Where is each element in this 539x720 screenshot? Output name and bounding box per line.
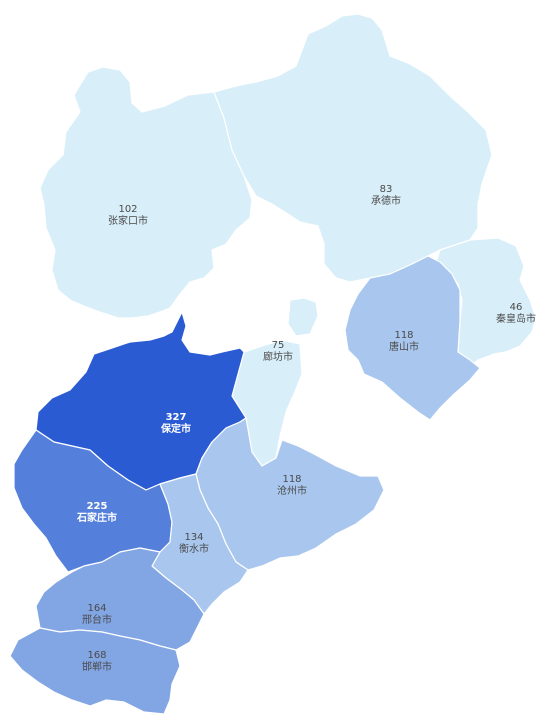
labels-layer: 102张家口市83承德市46秦皇岛市118唐山市75廊坊市327保定市118沧州… bbox=[76, 184, 536, 673]
region-value-handan: 168 bbox=[87, 650, 106, 661]
region-value-langfang: 75 bbox=[272, 340, 285, 351]
region-chengde[interactable] bbox=[213, 13, 493, 283]
region-value-zhangjiakou: 102 bbox=[118, 204, 137, 215]
region-name-tangshan: 唐山市 bbox=[389, 340, 419, 353]
region-name-cangzhou: 沧州市 bbox=[277, 484, 307, 497]
region-zhangjiakou[interactable] bbox=[39, 66, 253, 319]
region-name-handan: 邯郸市 bbox=[82, 660, 112, 673]
region-name-chengde: 承德市 bbox=[371, 194, 401, 207]
region-name-zhangjiakou: 张家口市 bbox=[108, 214, 148, 227]
region-value-cangzhou: 118 bbox=[282, 474, 301, 485]
region-value-chengde: 83 bbox=[380, 184, 393, 195]
region-tangshan[interactable] bbox=[344, 255, 481, 421]
region-value-baoding: 327 bbox=[166, 412, 187, 423]
region-name-hengshui: 衡水市 bbox=[179, 542, 209, 555]
region-name-baoding: 保定市 bbox=[160, 422, 191, 435]
region-cangzhou[interactable] bbox=[195, 417, 385, 571]
region-name-shijiazhuang: 石家庄市 bbox=[76, 511, 117, 524]
region-value-hengshui: 134 bbox=[184, 532, 203, 543]
region-value-tangshan: 118 bbox=[394, 330, 413, 341]
region-value-qinhuangdao: 46 bbox=[510, 302, 523, 313]
region-hengshui[interactable] bbox=[151, 473, 249, 615]
region-name-qinhuangdao: 秦皇岛市 bbox=[496, 312, 536, 325]
regions-layer bbox=[9, 13, 537, 715]
region-handan[interactable] bbox=[9, 627, 181, 715]
region-name-xingtai: 邢台市 bbox=[82, 613, 112, 626]
region-value-shijiazhuang: 225 bbox=[87, 501, 108, 512]
region-name-langfang: 廊坊市 bbox=[263, 350, 293, 363]
region-value-xingtai: 164 bbox=[87, 603, 106, 614]
